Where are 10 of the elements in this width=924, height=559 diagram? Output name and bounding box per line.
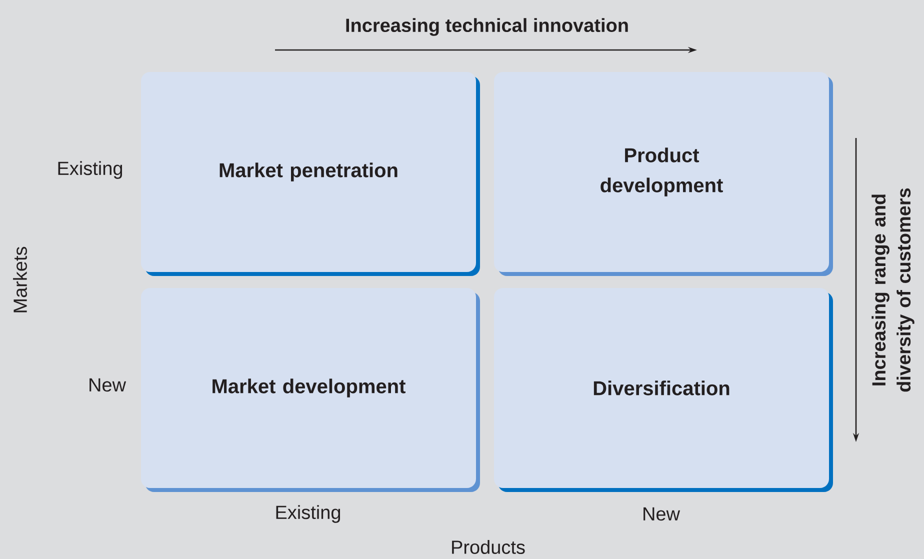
axis-label: New bbox=[90, 378, 126, 392]
axis-label: Increasing range and diversity of customers bbox=[872, 188, 914, 392]
matrix-box: Market development bbox=[141, 288, 480, 492]
axis-label: Increasing technical innovation bbox=[346, 18, 628, 36]
axis-label: Markets bbox=[13, 246, 27, 312]
axis-label: Products bbox=[452, 540, 525, 554]
matrix-box: Diversification bbox=[494, 288, 833, 492]
axis-label: Existing bbox=[58, 161, 122, 179]
matrix-box: Market penetration bbox=[141, 72, 480, 276]
matrix-box: Product development bbox=[494, 72, 833, 276]
